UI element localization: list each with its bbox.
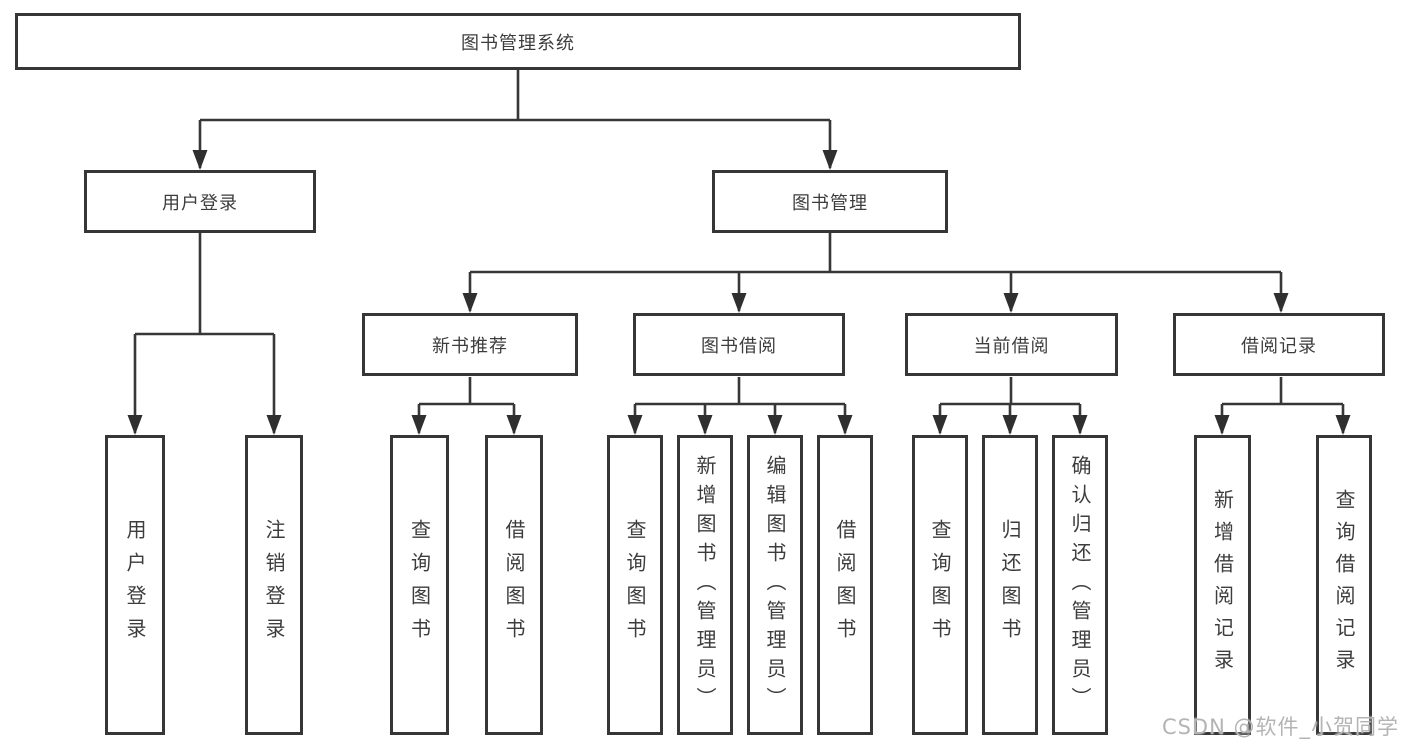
arrowheads-user-login-to-leaves bbox=[127, 415, 282, 435]
node-current-borrow-label: 当前借阅 bbox=[973, 335, 1050, 357]
node-book-borrow: 图书借阅 bbox=[633, 313, 845, 376]
leaf-logout-label: 注销登录 bbox=[262, 519, 286, 651]
arrowheads-root-to-level2 bbox=[192, 150, 838, 170]
leaf-borrow-edit-label: 编辑图书（管理员） bbox=[763, 454, 787, 716]
leaf-borrow-add: 新增图书（管理员） bbox=[677, 435, 733, 735]
leaf-borrow-add-label: 新增图书（管理员） bbox=[693, 454, 717, 716]
leaf-record-add: 新增借阅记录 bbox=[1194, 435, 1251, 735]
node-borrow-record: 借阅记录 bbox=[1173, 313, 1385, 376]
leaf-newbook-query: 查询图书 bbox=[390, 435, 449, 735]
arrowheads-book-borrow-to-leaves bbox=[627, 415, 853, 435]
leaf-newbook-borrow: 借阅图书 bbox=[485, 435, 543, 735]
leaf-borrow-book: 借阅图书 bbox=[817, 435, 873, 735]
connector-new-book-to-leaves bbox=[417, 377, 516, 433]
connector-borrow-record-to-leaves bbox=[1220, 377, 1345, 433]
leaf-record-add-label: 新增借阅记录 bbox=[1210, 489, 1235, 681]
node-book-borrow-label: 图书借阅 bbox=[701, 335, 777, 357]
leaf-current-return-label: 归还图书 bbox=[998, 519, 1022, 651]
node-user-login: 用户登录 bbox=[84, 170, 316, 233]
connector-root-to-level2 bbox=[198, 70, 832, 168]
connector-book-borrow-to-leaves bbox=[633, 377, 847, 433]
leaf-logout: 注销登录 bbox=[245, 435, 303, 735]
arrowheads-current-borrow-to-leaves bbox=[932, 415, 1088, 435]
node-book-mgmt: 图书管理 bbox=[712, 170, 948, 233]
leaf-borrow-edit: 编辑图书（管理员） bbox=[747, 435, 803, 735]
leaf-current-query: 查询图书 bbox=[912, 435, 968, 735]
leaf-current-confirm: 确认归还（管理员） bbox=[1052, 435, 1108, 735]
leaf-current-query-label: 查询图书 bbox=[928, 519, 952, 651]
leaf-borrow-query: 查询图书 bbox=[607, 435, 663, 735]
leaf-newbook-borrow-label: 借阅图书 bbox=[502, 519, 526, 651]
node-user-login-label: 用户登录 bbox=[162, 192, 238, 214]
leaf-record-query-label: 查询借阅记录 bbox=[1332, 489, 1356, 681]
arrowheads-book-mgmt-to-level3 bbox=[462, 293, 1289, 313]
node-borrow-record-label: 借阅记录 bbox=[1241, 335, 1317, 357]
leaf-user-login: 用户登录 bbox=[105, 435, 165, 735]
node-book-mgmt-label: 图书管理 bbox=[792, 192, 868, 214]
csdn-watermark: CSDN @软件_小贺同学 bbox=[1161, 715, 1399, 739]
leaf-newbook-query-label: 查询图书 bbox=[407, 519, 432, 651]
node-current-borrow: 当前借阅 bbox=[905, 313, 1118, 376]
arrowheads-borrow-record-to-leaves bbox=[1214, 415, 1351, 435]
leaf-current-confirm-label: 确认归还（管理员） bbox=[1068, 454, 1092, 716]
node-new-book-label: 新书推荐 bbox=[432, 335, 508, 357]
node-new-book: 新书推荐 bbox=[362, 313, 578, 376]
connector-book-mgmt-to-level3 bbox=[468, 233, 1283, 311]
arrowheads-new-book-to-leaves bbox=[411, 415, 522, 435]
leaf-record-query: 查询借阅记录 bbox=[1316, 435, 1372, 735]
connector-user-login-to-leaves bbox=[133, 233, 276, 433]
leaf-current-return: 归还图书 bbox=[982, 435, 1038, 735]
leaf-borrow-book-label: 借阅图书 bbox=[833, 519, 857, 651]
leaf-user-login-label: 用户登录 bbox=[123, 519, 147, 651]
leaf-borrow-query-label: 查询图书 bbox=[623, 519, 647, 651]
node-root: 图书管理系统 bbox=[15, 13, 1021, 70]
node-root-label: 图书管理系统 bbox=[461, 32, 575, 54]
